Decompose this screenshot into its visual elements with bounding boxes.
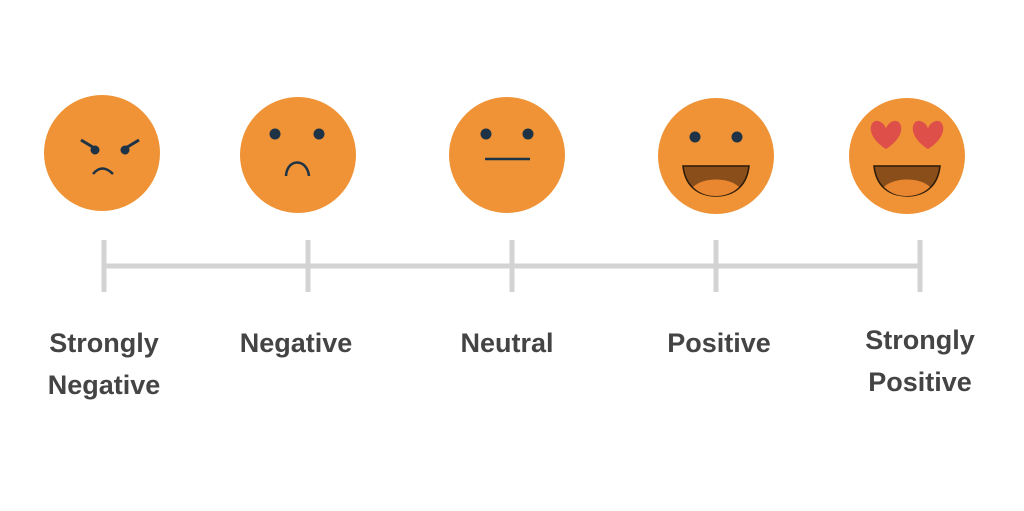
label-neutral: Neutral bbox=[407, 322, 607, 364]
label-line: Positive bbox=[868, 367, 972, 397]
label-positive: Positive bbox=[619, 322, 819, 364]
face-4 bbox=[848, 97, 966, 215]
face-circle bbox=[240, 97, 356, 213]
face-circle bbox=[44, 95, 160, 211]
neutral-face-icon bbox=[449, 97, 565, 213]
face-1 bbox=[239, 96, 357, 214]
label-negative: Negative bbox=[196, 322, 396, 364]
happy-face-icon bbox=[658, 98, 774, 214]
label-line: Strongly bbox=[865, 325, 975, 355]
label-line: Negative bbox=[47, 370, 161, 400]
label-line: Negative bbox=[239, 328, 353, 358]
label-line: Positive bbox=[667, 328, 771, 358]
face-0 bbox=[43, 94, 161, 212]
heart-eye bbox=[870, 120, 902, 149]
angry-face-icon bbox=[44, 95, 160, 211]
heart-eyes-face-icon bbox=[849, 98, 965, 214]
face-circle bbox=[658, 98, 774, 214]
label-line: Strongly bbox=[49, 328, 159, 358]
sad-face-icon bbox=[240, 97, 356, 213]
label-line: Neutral bbox=[460, 328, 554, 358]
face-3 bbox=[657, 97, 775, 215]
face-2 bbox=[448, 96, 566, 214]
face-circle bbox=[449, 97, 565, 213]
heart-eye bbox=[912, 120, 944, 149]
